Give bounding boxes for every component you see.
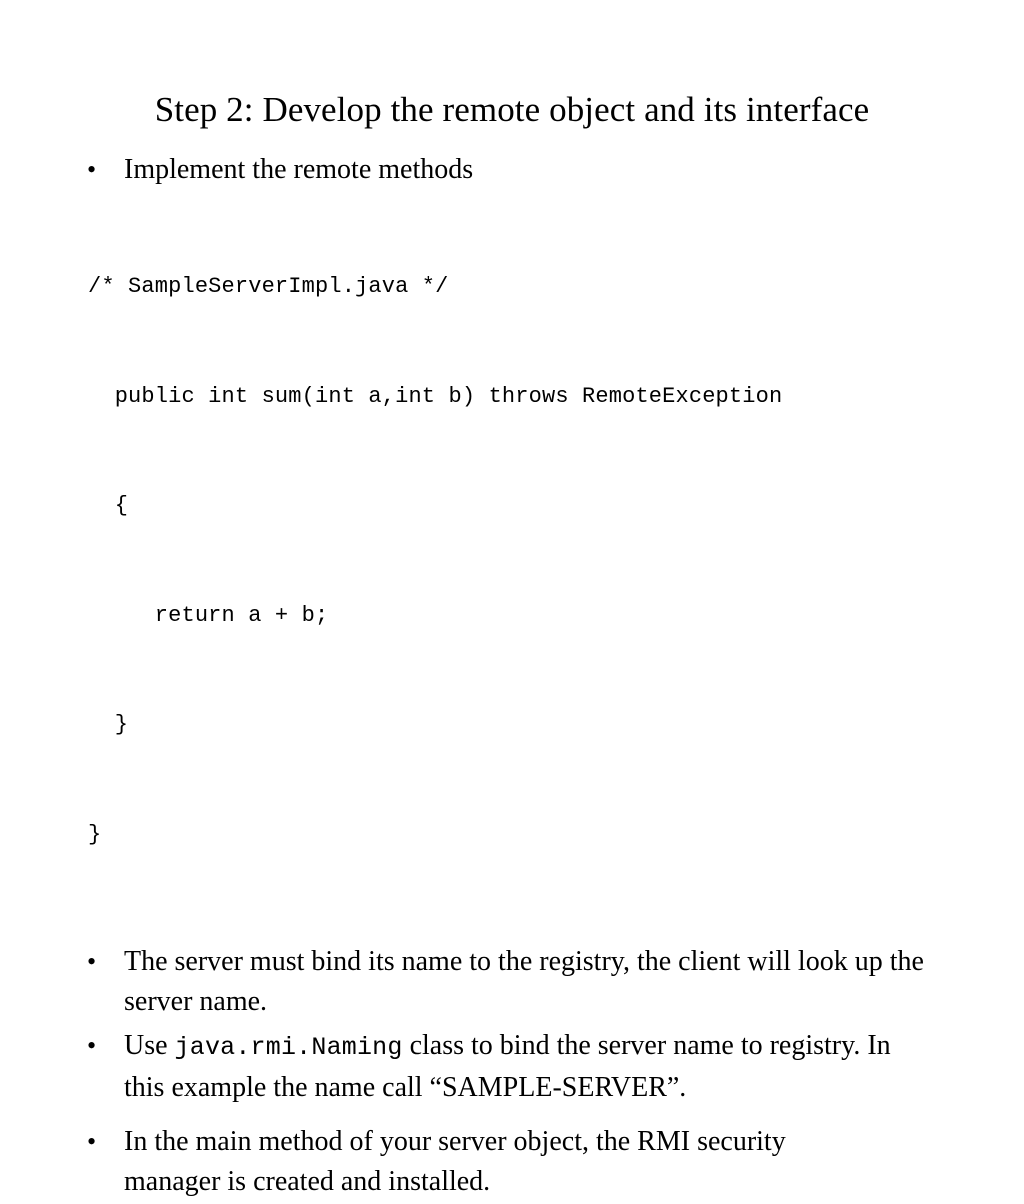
code-line-4: return a + b; <box>88 602 329 628</box>
list-item: • In the main method of your server obje… <box>78 1122 884 1202</box>
code-line-5: } <box>88 712 129 737</box>
bullet-marker-icon: • <box>87 155 97 184</box>
bullet-text: Implement the remote methods <box>124 154 474 185</box>
bullet-marker-icon: • <box>87 947 97 976</box>
code-line-1: /* SampleServerImpl.java */ <box>88 274 449 299</box>
bullet-text-prefix: Use <box>124 1030 175 1061</box>
bullet-text: The server must bind its name to the reg… <box>124 946 924 1017</box>
code-line-3: { <box>88 493 129 518</box>
code-line-6: } <box>88 821 102 847</box>
slide-body: • Implement the remote methods /* Sample… <box>78 150 958 1204</box>
code-block: /* SampleServerImpl.java */ public int s… <box>88 196 958 926</box>
bullet-marker-icon: • <box>87 1031 97 1060</box>
bullet-text: In the main method of your server object… <box>124 1126 786 1197</box>
slide: Step 2: Develop the remote object and it… <box>87 90 924 1197</box>
list-item: • Use java.rmi.Naming class to bind the … <box>78 1026 932 1108</box>
list-item: • The server must bind its name to the r… <box>78 942 924 1022</box>
bullet-marker-icon: • <box>87 1127 97 1156</box>
inline-code-java-rmi-naming: java.rmi.Naming <box>174 1033 403 1062</box>
list-item: • Implement the remote methods <box>78 150 958 190</box>
bullet-text: Use java.rmi.Naming class to bind the se… <box>124 1026 932 1108</box>
code-line-2: public int sum(int a,int b) throws Remot… <box>88 383 783 409</box>
page-title: Step 2: Develop the remote object and it… <box>154 90 870 130</box>
